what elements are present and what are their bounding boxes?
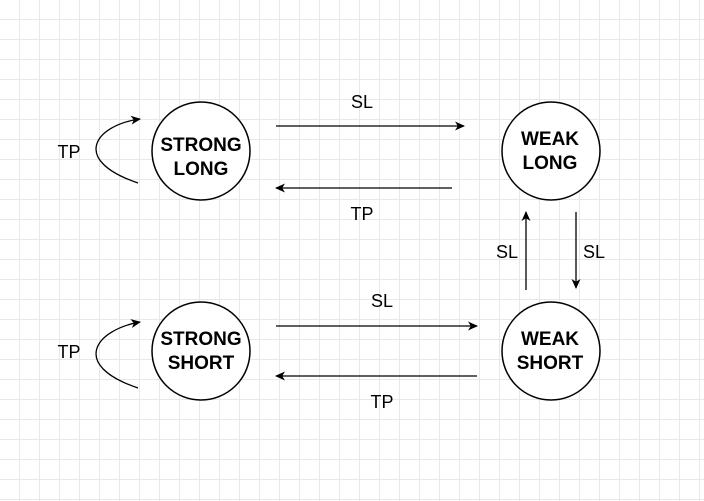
edge-weak-long-to-weak-short: SL (571, 212, 605, 289)
state-strong-long-line1: STRONG (160, 135, 241, 156)
edge-strong-long-to-weak-long: SL (276, 92, 465, 131)
state-strong-short: STRONG SHORT (151, 301, 251, 401)
self-loop-strong-long-arrow (95, 115, 141, 184)
edge-weak-short-to-weak-long-label: SL (496, 242, 518, 262)
self-loop-strong-short-arrow (95, 319, 141, 389)
state-weak-short-circle (501, 301, 601, 401)
state-weak-long-line1: WEAK (521, 129, 579, 150)
state-strong-short-line2: SHORT (168, 353, 235, 374)
state-weak-long-line2: LONG (523, 153, 578, 174)
edge-weak-short-to-strong-short-label: TP (370, 392, 393, 412)
edge-strong-long-to-weak-long-label: SL (351, 92, 373, 112)
self-loop-strong-short-label: TP (57, 342, 80, 362)
edge-strong-short-to-weak-short: SL (276, 291, 478, 331)
state-strong-long: STRONG LONG (151, 101, 251, 201)
edge-weak-long-to-strong-long-label: TP (350, 204, 373, 224)
edge-strong-short-to-weak-short-label: SL (371, 291, 393, 311)
self-loop-strong-short: TP (57, 319, 141, 389)
state-weak-long: WEAK LONG (501, 101, 601, 201)
state-strong-short-line1: STRONG (160, 329, 241, 350)
self-loop-strong-long: TP (57, 115, 141, 184)
state-strong-long-line2: LONG (174, 159, 229, 180)
state-weak-short: WEAK SHORT (501, 301, 601, 401)
edge-weak-short-to-weak-long: SL (496, 211, 531, 290)
state-weak-short-line2: SHORT (517, 353, 584, 374)
state-strong-short-circle (151, 301, 251, 401)
edge-weak-long-to-strong-long: TP (275, 183, 452, 224)
self-loop-strong-long-label: TP (57, 142, 80, 162)
edge-weak-short-to-strong-short: TP (275, 371, 477, 412)
edge-weak-long-to-weak-short-label: SL (583, 242, 605, 262)
state-weak-long-circle (501, 101, 601, 201)
state-weak-short-line1: WEAK (521, 329, 579, 350)
state-strong-long-circle (151, 101, 251, 201)
